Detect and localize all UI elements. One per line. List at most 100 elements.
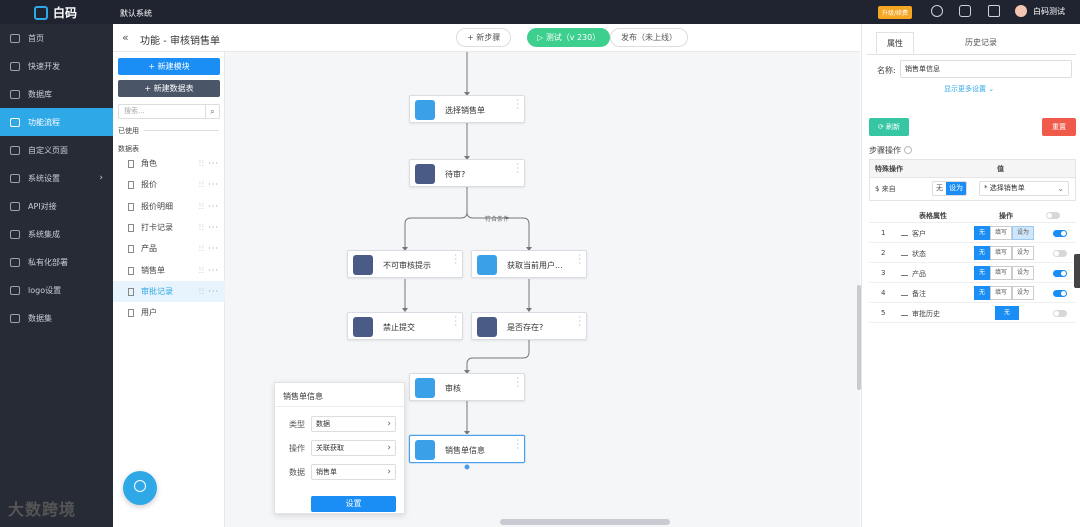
flow-node-get-current-user[interactable]: 获取当前用户...··· — [471, 250, 587, 278]
field-op-group[interactable]: 无填写设为 — [974, 286, 1035, 300]
user-menu[interactable]: 白码测试 — [1015, 5, 1065, 17]
table-item-quote-detail[interactable]: 报价明细⫶⫶ ··· — [113, 196, 225, 217]
name-input[interactable]: 销售单信息 — [900, 60, 1072, 78]
popover-settings-button[interactable]: 设置 — [311, 496, 396, 512]
item-actions-icon[interactable]: ⫶⫶ ··· — [198, 265, 219, 275]
sidebar-item-dataset[interactable]: 数据集 — [0, 304, 113, 332]
node-menu-icon[interactable]: ··· — [516, 374, 519, 391]
field-op-group[interactable]: 无填写设为 — [974, 226, 1035, 240]
help-icon[interactable] — [904, 146, 912, 154]
node-menu-icon[interactable]: ··· — [578, 313, 581, 330]
node-menu-icon[interactable]: ··· — [578, 251, 581, 268]
play-icon[interactable] — [931, 5, 943, 17]
help-fab[interactable] — [123, 471, 157, 505]
collapse-back-icon[interactable]: « — [122, 31, 129, 44]
node-menu-icon[interactable]: ··· — [516, 436, 519, 453]
flow-node-pending-check[interactable]: 待审?··· — [409, 159, 525, 187]
doc-icon — [128, 244, 134, 253]
type-select[interactable]: 数据› — [311, 416, 396, 432]
search-icon[interactable]: ⌕ — [205, 105, 219, 118]
option-none[interactable]: 无 — [936, 184, 943, 192]
panel-resize-handle[interactable] — [1074, 254, 1080, 288]
node-menu-icon[interactable]: ··· — [454, 251, 457, 268]
publish-button[interactable]: 发布（未上线） — [610, 28, 688, 47]
download-icon[interactable] — [988, 5, 1000, 17]
table-item-quote[interactable]: 报价⫶⫶ ··· — [113, 174, 225, 195]
field-toggle[interactable] — [1053, 230, 1067, 237]
field-toggle[interactable] — [1053, 270, 1067, 277]
sidebar-item-private-deploy[interactable]: 私有化部署 — [0, 248, 113, 276]
operation-select[interactable]: 关联获取› — [311, 440, 396, 456]
sidebar-item-quick-dev[interactable]: 快速开发 — [0, 52, 113, 80]
special-ops-header: 特殊操作 值 — [870, 160, 1075, 178]
table-row: 5 审批历史 无 — [869, 303, 1076, 323]
table-item-user[interactable]: 用户 — [113, 302, 225, 323]
sidebar-item-settings[interactable]: 系统设置› — [0, 164, 113, 192]
table-item-checkin[interactable]: 打卡记录⫶⫶ ··· — [113, 217, 225, 238]
sidebar-item-logo[interactable]: logo设置 — [0, 276, 113, 304]
all-toggle[interactable] — [1046, 212, 1060, 219]
vertical-scrollbar[interactable] — [857, 285, 861, 390]
cube-search-icon — [477, 255, 497, 275]
flow-node-select-order[interactable]: 选择销售单··· — [409, 95, 525, 123]
new-table-button[interactable]: + 新建数据表 — [118, 80, 220, 97]
refresh-button[interactable]: ⟳ 刷新 — [869, 118, 909, 136]
sidebar-item-integration[interactable]: 系统集成 — [0, 220, 113, 248]
reset-button[interactable]: 重置 — [1042, 118, 1076, 136]
sidebar-item-custom-page[interactable]: 自定义页面 — [0, 136, 113, 164]
field-toggle[interactable] — [1053, 290, 1067, 297]
tab-history[interactable]: 历史记录 — [965, 38, 997, 47]
table-search-input[interactable]: 搜索... ⌕ — [118, 104, 220, 119]
table-item-sales-order[interactable]: 销售单⫶⫶ ··· — [113, 260, 225, 281]
field-op-group[interactable]: 无填写设为 — [974, 246, 1035, 260]
cube-icon — [415, 100, 435, 120]
data-select[interactable]: 销售单› — [311, 464, 396, 480]
upgrade-badge[interactable]: 升级/续费 — [878, 6, 913, 19]
field-toggle[interactable] — [1053, 310, 1067, 317]
sidebar-item-home[interactable]: 首页 — [0, 24, 113, 52]
item-actions-icon[interactable]: ⫶⫶ ··· — [198, 286, 219, 296]
horizontal-scrollbar[interactable] — [500, 519, 670, 525]
node-menu-icon[interactable]: ··· — [516, 160, 519, 177]
field-op-group[interactable]: 无 — [995, 306, 1020, 320]
more-settings-link[interactable]: 显示更多设置 ⌄ — [944, 85, 995, 93]
flow-node-exists-check[interactable]: 是否存在?··· — [471, 312, 587, 340]
steps-label: 步骤操作 — [869, 145, 912, 156]
bot-icon[interactable] — [959, 5, 971, 17]
new-module-button[interactable]: + 新建模块 — [118, 58, 220, 75]
table-item-product[interactable]: 产品⫶⫶ ··· — [113, 238, 225, 259]
item-actions-icon[interactable]: ⫶⫶ ··· — [198, 243, 219, 253]
cube-icon — [415, 440, 435, 460]
table-panel: + 新建模块 + 新建数据表 搜索... ⌕ 已使用 数据表 角色⫶⫶ ··· … — [113, 52, 225, 527]
logo[interactable]: 白码 — [34, 4, 77, 21]
item-actions-icon[interactable]: ⫶⫶ ··· — [198, 158, 219, 168]
tab-properties[interactable]: 属性 — [876, 32, 914, 54]
chevron-right-icon: › — [387, 419, 391, 429]
node-menu-icon[interactable]: ··· — [454, 313, 457, 330]
system-name[interactable]: 默认系统 — [120, 9, 152, 18]
flow-node-not-reviewable[interactable]: 不可审核提示··· — [347, 250, 463, 278]
new-step-button[interactable]: + 新步骤 — [456, 28, 512, 47]
table-row: 3 产品 无填写设为 — [869, 263, 1076, 283]
sidebar-item-database[interactable]: 数据库 — [0, 80, 113, 108]
popover-row-type: 类型数据› — [275, 416, 406, 432]
option-set[interactable]: 设为 — [946, 182, 966, 195]
flow-node-review[interactable]: 审核··· — [409, 373, 525, 401]
from-toggle[interactable]: 无 设为 — [932, 181, 967, 196]
test-button[interactable]: ▷ 测试（v 230） — [527, 28, 611, 47]
item-actions-icon[interactable]: ⫶⫶ ··· — [198, 222, 219, 232]
field-table-header: 表格属性 操作 — [869, 208, 1076, 223]
sidebar-item-api[interactable]: API对接 — [0, 192, 113, 220]
field-op-group[interactable]: 无填写设为 — [974, 266, 1035, 280]
sidebar-item-flow[interactable]: 功能流程 — [0, 108, 113, 136]
flow-node-order-info[interactable]: 销售单信息··· — [409, 435, 525, 463]
item-actions-icon[interactable]: ⫶⫶ ··· — [198, 201, 219, 211]
flow-canvas[interactable]: 符合条件 选择销售单··· 待审?··· 不可审核提示··· 获取当前用户...… — [225, 52, 860, 527]
table-item-role[interactable]: 角色⫶⫶ ··· — [113, 153, 225, 174]
source-select[interactable]: * 选择销售单⌄ — [979, 181, 1069, 196]
item-actions-icon[interactable]: ⫶⫶ ··· — [198, 179, 219, 189]
flow-node-forbid-submit[interactable]: 禁止提交··· — [347, 312, 463, 340]
field-toggle[interactable] — [1053, 250, 1067, 257]
node-menu-icon[interactable]: ··· — [516, 96, 519, 113]
table-item-approval[interactable]: 审批记录⫶⫶ ··· — [113, 281, 225, 302]
